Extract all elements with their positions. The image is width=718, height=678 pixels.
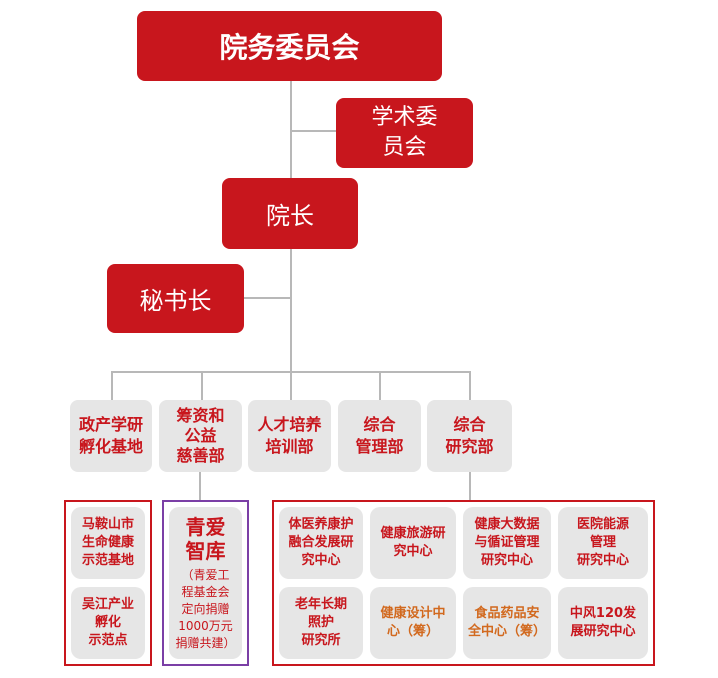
research-center-cell: 老年长期 照护 研究所 [279,587,363,659]
department-box: 综合 管理部 [338,400,421,472]
drop-to-think-tank [199,472,201,501]
spine-dean-to-departments [290,248,292,372]
think-tank-cell: 青爱 智库 （青爱工 程基金会 定向捐赠 1000万元 捐赠共建） [169,507,242,659]
think-tank-frame [162,500,249,666]
incubation-base-cell: 吴江产业 孵化 示范点 [71,587,145,659]
research-center-cell: 中风120发 展研究中心 [558,587,648,659]
academic-committee-box: 学术委 员会 [336,98,473,168]
department-box: 筹资和 公益 慈善部 [159,400,242,472]
research-center-cell: 医院能源 管理 研究中心 [558,507,648,579]
department-box: 综合 研究部 [427,400,512,472]
drop-dept-5 [469,371,471,401]
connector-secretary [243,297,291,299]
research-center-cell: 食品药品安 全中心（筹） [463,587,551,659]
drop-dept-3 [290,371,292,401]
incubation-group-frame [64,500,152,666]
department-box: 人才培养 培训部 [248,400,331,472]
drop-dept-4 [379,371,381,401]
think-tank-note: （青爱工 程基金会 定向捐赠 1000万元 捐赠共建） [175,567,236,650]
drop-dept-2 [201,371,203,401]
drop-to-research-centers [469,472,471,501]
research-center-cell: 健康设计中 心（筹） [370,587,456,659]
research-center-cell: 健康大数据 与循证管理 研究中心 [463,507,551,579]
think-tank-title: 青爱 智库 [185,514,226,563]
drop-dept-1 [111,371,113,401]
connector-academic-committee [291,130,337,132]
research-center-cell: 体医养康护 融合发展研 究中心 [279,507,363,579]
council-box: 院务委员会 [137,11,442,81]
research-center-cell: 健康旅游研 究中心 [370,507,456,579]
department-box: 政产学研 孵化基地 [70,400,152,472]
secretary-general-box: 秘书长 [107,264,244,333]
dean-box: 院长 [222,178,358,249]
research-centers-frame [272,500,655,666]
incubation-base-cell: 马鞍山市 生命健康 示范基地 [71,507,145,579]
